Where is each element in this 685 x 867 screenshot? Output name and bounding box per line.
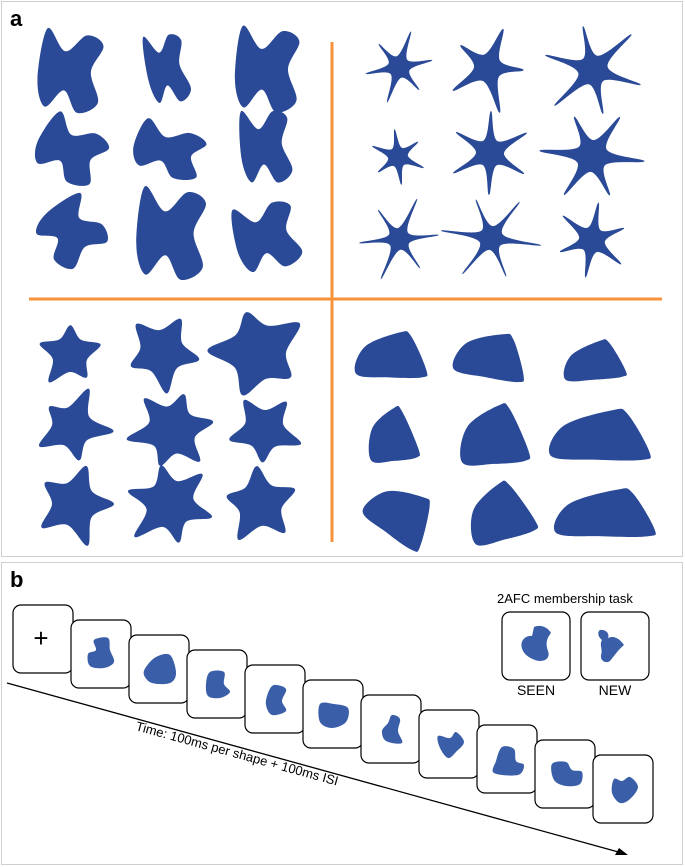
triangle-blob-shape bbox=[362, 490, 430, 552]
stream-shape bbox=[205, 670, 231, 699]
stream-shape bbox=[87, 637, 115, 669]
time-arrow-head bbox=[615, 848, 628, 855]
star-blob-shape bbox=[41, 465, 114, 546]
bowtie-shape bbox=[239, 110, 293, 183]
rsvp-stream-diagram: + Time: 100ms per shape + 100ms ISI 2AFC… bbox=[6, 591, 654, 855]
stream-shape bbox=[265, 684, 287, 716]
bowtie-shape bbox=[133, 118, 207, 181]
star-shape bbox=[365, 31, 433, 103]
star-shape bbox=[559, 202, 625, 278]
bowtie-shape bbox=[37, 27, 104, 114]
triangle-blob-shape bbox=[460, 403, 531, 466]
star-blob-shape bbox=[226, 466, 296, 541]
star-shape bbox=[453, 111, 527, 195]
star-blob-shape bbox=[207, 312, 301, 396]
triangle-blob-shape bbox=[553, 488, 656, 538]
panel-a: a bbox=[1, 1, 683, 557]
bowtie-shape bbox=[136, 186, 206, 281]
star-blob-shape bbox=[229, 399, 302, 463]
panel-b-label: b bbox=[10, 567, 24, 592]
stream-shape bbox=[318, 702, 349, 728]
stream-frames: + bbox=[12, 604, 654, 824]
task-title: 2AFC membership task bbox=[497, 591, 633, 606]
fixation-cross: + bbox=[33, 623, 48, 653]
stream-frame bbox=[360, 694, 422, 764]
bowtie-shape bbox=[234, 25, 300, 113]
triangle-blob-shape bbox=[470, 480, 539, 546]
stream-frame bbox=[534, 739, 596, 809]
triangle-blob-shape bbox=[563, 339, 627, 382]
bowtie-shape bbox=[142, 34, 192, 104]
panel-b: b + Time: 100ms per shape + 100ms ISI 2A… bbox=[1, 562, 683, 865]
stream-frame bbox=[302, 679, 364, 749]
star-blob-shape bbox=[130, 318, 200, 394]
bowtie-shape bbox=[34, 111, 110, 186]
star-blob-shape bbox=[39, 325, 101, 383]
star-shape bbox=[452, 28, 524, 113]
bowtie-shape bbox=[231, 201, 303, 273]
triangle-blob-shape bbox=[548, 408, 651, 461]
quadrant-top-right-star-shapes bbox=[359, 26, 645, 280]
star-blob-shape bbox=[127, 465, 213, 543]
stream-frame bbox=[592, 754, 654, 824]
fixation-frame: + bbox=[12, 604, 74, 674]
stream-shape bbox=[437, 731, 464, 759]
star-blob-shape bbox=[38, 388, 114, 461]
seen-shape bbox=[521, 625, 551, 661]
star-shape bbox=[359, 198, 439, 280]
seen-label: SEEN bbox=[517, 682, 555, 698]
stream-frame bbox=[418, 709, 480, 779]
star-blob-shape bbox=[126, 394, 214, 466]
star-shape bbox=[545, 26, 641, 114]
stream-frame bbox=[476, 724, 538, 794]
panel-a-label: a bbox=[10, 6, 23, 31]
stream-shape bbox=[381, 714, 403, 744]
task-option-new: NEW bbox=[580, 611, 650, 698]
star-shape bbox=[372, 129, 424, 185]
stream-frame bbox=[244, 664, 306, 734]
stream-shape bbox=[143, 653, 176, 685]
stream-shape bbox=[492, 746, 525, 776]
triangle-blob-shape bbox=[354, 331, 428, 379]
triangle-blob-shape bbox=[368, 405, 420, 463]
stream-frame bbox=[70, 619, 132, 689]
star-shape bbox=[539, 116, 645, 196]
stream-frame bbox=[186, 649, 248, 719]
quadrant-top-left-bowtie-shapes bbox=[34, 25, 303, 281]
time-arrow-line bbox=[6, 682, 623, 854]
triangle-blob-shape bbox=[452, 333, 524, 383]
stream-shape bbox=[551, 761, 583, 787]
new-label: NEW bbox=[599, 682, 632, 698]
stream-frame bbox=[128, 634, 190, 704]
stream-shape bbox=[611, 776, 638, 804]
shape-category-grid bbox=[29, 25, 662, 552]
new-shape bbox=[598, 629, 624, 663]
quadrant-bottom-left-star-blob-shapes bbox=[38, 312, 302, 546]
task-option-seen: SEEN bbox=[501, 611, 571, 698]
star-shape bbox=[440, 199, 542, 277]
bowtie-shape bbox=[35, 192, 109, 270]
quadrant-bottom-right-triangle-blob-shapes bbox=[354, 331, 656, 552]
